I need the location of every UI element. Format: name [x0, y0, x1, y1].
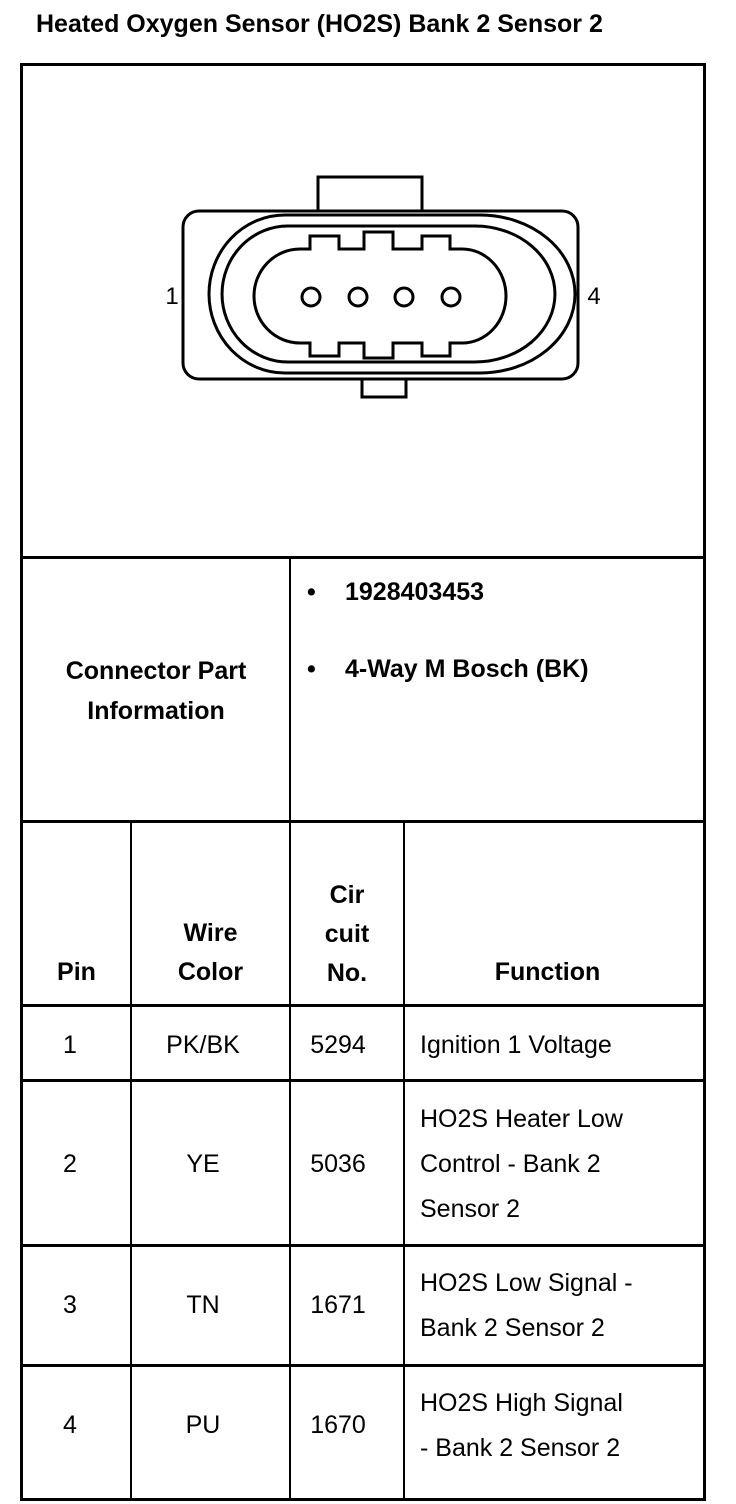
connector-diagram: [150, 165, 610, 415]
pin-4-label: 4: [587, 283, 601, 310]
divider-row-2: [20, 1244, 706, 1247]
divider-diagram: [20, 556, 706, 559]
divider-header: [20, 1004, 706, 1007]
row-1-function: Ignition 1 Voltage: [420, 1031, 612, 1059]
header-circuit-no: Cir cuit No.: [324, 880, 370, 987]
pin-1-label: 1: [165, 283, 179, 310]
connector-table-frame: [20, 63, 706, 1501]
part-number-bullet: •1928403453: [307, 578, 485, 606]
page-title: Heated Oxygen Sensor (HO2S) Bank 2 Senso…: [36, 10, 603, 38]
divider-col-circuit: [289, 558, 291, 1501]
header-function: Function: [494, 957, 601, 986]
row-3-function: HO2S Low Signal - Bank 2 Sensor 2: [420, 1269, 633, 1342]
divider-col-function: [403, 822, 405, 1501]
connector-part-info-label: Connector Part Information: [65, 657, 247, 725]
divider-info: [20, 820, 706, 823]
connector-type-bullet: •4-Way M Bosch (BK): [307, 655, 589, 683]
connector-face-icon: [181, 175, 580, 399]
divider-row-1: [20, 1079, 706, 1082]
row-4-function: HO2S High Signal - Bank 2 Sensor 2: [420, 1389, 623, 1462]
header-wire-color: Wire Color: [177, 919, 244, 986]
header-pin: Pin: [57, 957, 96, 986]
divider-row-3: [20, 1364, 706, 1367]
row-2-function: HO2S Heater Low Control - Bank 2 Sensor …: [420, 1105, 623, 1223]
divider-col-wire: [130, 822, 132, 1501]
